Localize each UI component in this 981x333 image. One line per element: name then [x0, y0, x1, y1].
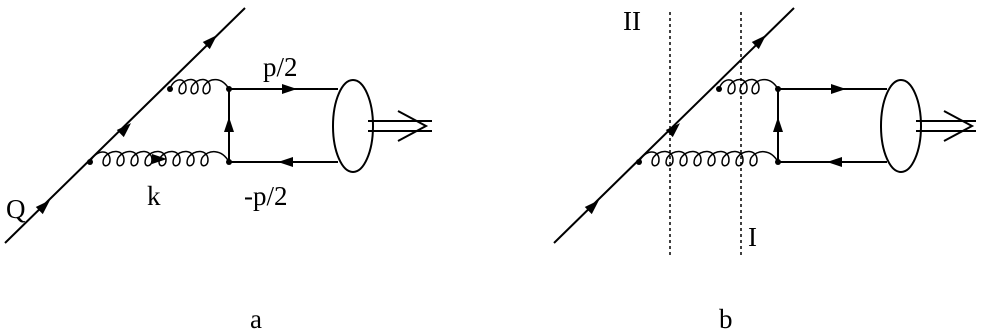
quark-arrow-middle [116, 119, 135, 138]
bound-state-blob [332, 79, 374, 173]
diagram-a: Q k p/2 -p/2 a [4, 7, 432, 333]
gluon-lower [638, 150, 779, 167]
gluon-upper [169, 78, 230, 95]
gluon-lower [89, 150, 230, 167]
label-cut-i: I [748, 222, 757, 252]
bound-state-arrow [397, 110, 429, 142]
label-gluon-momentum: k [147, 181, 161, 211]
outgoing-arrow-bottom [827, 157, 842, 167]
exchange-arrow [773, 117, 783, 132]
bound-state-blob [880, 79, 922, 173]
exchange-arrow [224, 117, 234, 132]
outgoing-arrow-top [282, 84, 297, 94]
label-quark: Q [6, 194, 26, 224]
diagram-b: II I b [553, 6, 976, 333]
label-bottom-momentum: -p/2 [244, 181, 288, 211]
vertex-lower [636, 159, 642, 165]
vertex-lower [87, 159, 93, 165]
outgoing-arrow-top [831, 84, 846, 94]
label-top-momentum: p/2 [263, 52, 298, 82]
bound-state-arrow [943, 110, 975, 142]
label-cut-ii: II [623, 6, 641, 36]
gluon-upper [718, 78, 779, 95]
vertex-upper [716, 86, 722, 92]
quark-arrow-middle [665, 119, 684, 138]
caption-b: b [719, 304, 733, 333]
vertex-upper [167, 86, 173, 92]
outgoing-arrow-bottom [278, 157, 293, 167]
caption-a: a [250, 304, 262, 333]
